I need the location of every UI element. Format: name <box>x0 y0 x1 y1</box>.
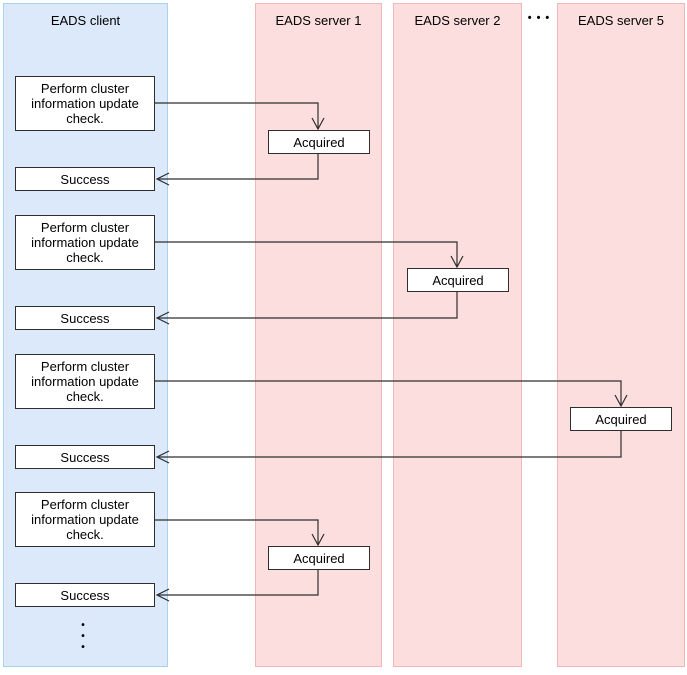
column-header: EADS server 5 <box>578 13 664 28</box>
continuation-ellipsis: • • • <box>74 620 92 653</box>
column-header: EADS client <box>50 13 121 28</box>
acquired-box: Acquired <box>268 546 370 570</box>
perform-check-box: Perform cluster information update check… <box>15 354 155 409</box>
success-box: Success <box>15 445 155 469</box>
dot: • <box>81 631 85 642</box>
column-header: EADS server 2 <box>414 13 501 28</box>
column-eads-server-5: EADS server 5 <box>557 3 685 667</box>
dot: • <box>81 642 85 653</box>
omitted-servers-ellipsis: ••• <box>527 12 555 24</box>
dot: • <box>81 620 85 631</box>
perform-check-box: Perform cluster information update check… <box>15 492 155 547</box>
acquired-box: Acquired <box>407 268 509 292</box>
success-box: Success <box>15 306 155 330</box>
success-box: Success <box>15 167 155 191</box>
response-arrow-row3 <box>155 431 622 464</box>
success-box: Success <box>15 583 155 607</box>
perform-check-box: Perform cluster information update check… <box>15 76 155 131</box>
acquired-box: Acquired <box>570 407 672 431</box>
column-eads-server-2: EADS server 2 <box>393 3 522 667</box>
acquired-box: Acquired <box>268 130 370 154</box>
perform-check-box: Perform cluster information update check… <box>15 215 155 270</box>
column-header: EADS server 1 <box>275 13 362 28</box>
